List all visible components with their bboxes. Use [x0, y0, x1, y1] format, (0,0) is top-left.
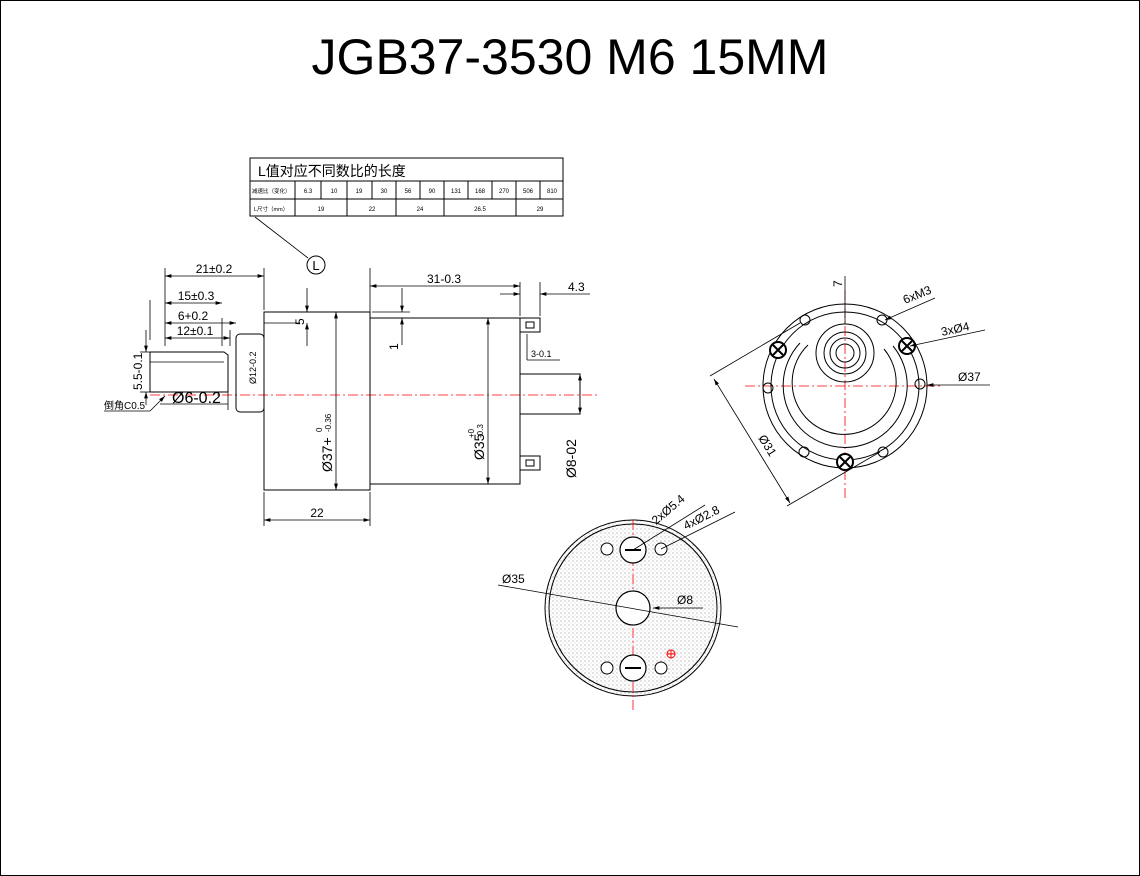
dim-1: 1 — [387, 343, 401, 350]
dim-6xm3: 6xM3 — [901, 283, 934, 307]
ratio-cell: 56 — [405, 189, 412, 195]
dim-boss-dia: Ø12-0.2 — [248, 351, 258, 384]
dim-gearbox-tol-top: 0 — [315, 427, 324, 432]
ratio-cell: 810 — [547, 189, 558, 195]
side-view: 21±0.2 15±0.3 6+0.2 12±0.1 5 31-0.3 1 4.… — [104, 262, 600, 526]
table-length-label: L尺寸（mm） — [254, 205, 288, 213]
motor-body — [369, 317, 521, 485]
dim-15: 15±0.3 — [178, 289, 215, 303]
rear-view: 2xØ5.4 4xØ2.8 Ø35 Ø8 — [497, 491, 739, 710]
dim-front-7: 7 — [831, 280, 845, 287]
dim-6: 6+0.2 — [178, 309, 209, 323]
dim-22: 22 — [310, 506, 324, 520]
dim-31: 31-0.3 — [427, 272, 461, 286]
dim-front-d37: Ø37 — [958, 370, 981, 384]
ratio-cell: 19 — [356, 189, 363, 195]
hole-m3 — [914, 378, 926, 390]
rear-hole — [600, 542, 614, 556]
dim-21: 21±0.2 — [196, 262, 233, 276]
dim-4-3: 4.3 — [568, 280, 585, 294]
ratio-cell: 30 — [381, 189, 388, 195]
length-table: L值对应不同数比的长度 减速比（变化） L尺寸（mm） 6.3 10 19 30… — [249, 157, 564, 275]
ratio-cell: 270 — [499, 189, 510, 195]
output-shaft — [149, 351, 229, 393]
dim-3xd4: 3xØ4 — [940, 319, 971, 339]
length-cell: 22 — [369, 207, 376, 213]
length-cell: 26.5 — [474, 207, 486, 213]
rear-hole — [600, 661, 614, 675]
dim-3: 3-0.1 — [531, 349, 552, 359]
table-heading: L值对应不同数比的长度 — [258, 163, 406, 179]
dim-5: 5 — [293, 318, 307, 325]
dim-motor-tol-bot: -0.3 — [476, 424, 485, 438]
ratio-cell: 131 — [451, 189, 462, 195]
table-leader — [254, 216, 309, 259]
screw-icon — [898, 337, 916, 355]
dim-front-d31: Ø31 — [755, 432, 779, 459]
drawing-title: JGB37-3530 M6 15MM — [311, 29, 829, 85]
table-border — [249, 157, 564, 217]
ratio-cell: 6.3 — [304, 189, 313, 195]
dim-5-5: 5.5-0.1 — [131, 352, 145, 390]
dim-rear-d8: Ø8 — [677, 593, 693, 607]
screw-icon — [836, 453, 854, 471]
front-view: 7 6xM3 3xØ4 Ø37 Ø31 — [709, 276, 990, 507]
length-cell: 29 — [537, 207, 544, 213]
dim-12: 12±0.1 — [177, 324, 214, 338]
hole-m3 — [798, 446, 810, 458]
ratio-cell: 506 — [523, 189, 534, 195]
gearbox-body — [263, 311, 371, 491]
rear-hole — [654, 661, 668, 675]
ratio-cell: 10 — [331, 189, 338, 195]
dim-motor-tol-top: +0 — [467, 428, 476, 438]
l-callout-label: L — [312, 258, 319, 273]
positive-mark-icon — [666, 649, 676, 659]
dim-gearbox-tol-bot: -0.36 — [324, 413, 333, 432]
rear-bearing — [615, 590, 651, 626]
terminal-top — [519, 317, 541, 333]
screw-icon — [769, 341, 787, 359]
hole-m3 — [876, 314, 888, 326]
hole-m3 — [799, 314, 811, 326]
terminal-bottom — [519, 455, 541, 471]
ratio-cell: 168 — [475, 189, 486, 195]
table-ratio-label: 减速比（变化） — [252, 187, 291, 195]
tail-shaft — [519, 373, 581, 415]
hole-m3 — [877, 446, 889, 458]
length-cell: 24 — [417, 207, 424, 213]
dim-gearbox-dia: Ø37+ — [319, 437, 335, 472]
dim-shaft-dia: Ø6-0.2 — [172, 390, 221, 407]
ratio-cell: 90 — [429, 189, 436, 195]
l-callout-circle — [306, 255, 326, 275]
dim-motor-dia: Ø35 — [471, 433, 487, 460]
dim-rear-d35: Ø35 — [502, 572, 525, 586]
length-cell: 19 — [318, 207, 325, 213]
dim-tail-dia: Ø8-02 — [563, 439, 579, 478]
dim-chamfer: 倒角C0.5 — [104, 400, 146, 412]
